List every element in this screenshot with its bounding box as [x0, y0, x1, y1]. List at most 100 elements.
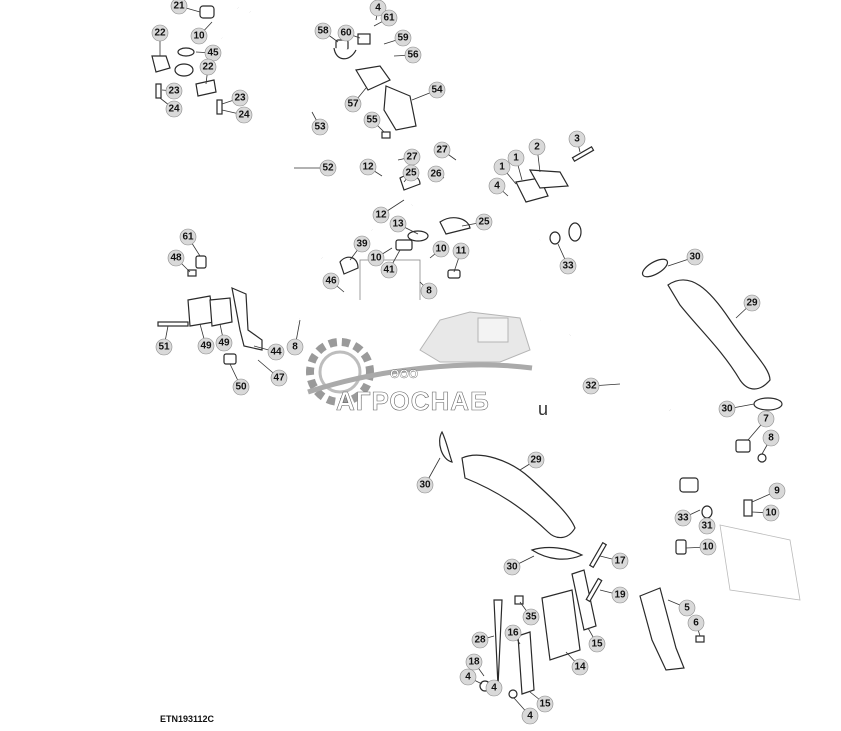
- callout-label: 8: [426, 286, 432, 297]
- callout-label: 58: [317, 26, 329, 37]
- callout-bubble: [493, 158, 511, 176]
- callout-label: 2: [534, 142, 540, 153]
- fitting-33-top: [568, 222, 582, 242]
- callout-10: 10: [685, 538, 717, 556]
- fitting-39: [339, 256, 359, 275]
- callout-bubble: [155, 338, 173, 356]
- callout-15: 15: [529, 691, 554, 713]
- clamp-25b: [439, 217, 471, 235]
- callout-bubble: [521, 707, 539, 725]
- fitting-9: [743, 499, 753, 517]
- callout-bubble: [416, 476, 434, 494]
- callout-bubble: [433, 141, 451, 159]
- callout-label: 16: [507, 628, 519, 639]
- callout-bubble: [536, 695, 554, 713]
- bolt-6: [695, 635, 705, 643]
- fitting-21: [199, 5, 215, 19]
- clamp-49b: [209, 297, 233, 327]
- callout-bubble: [582, 377, 600, 395]
- callout-bubble: [394, 29, 412, 47]
- callout-label: 11: [456, 246, 467, 257]
- callout-25: 25: [461, 213, 493, 231]
- callout-bubble: [402, 164, 420, 182]
- sleeve-group: [461, 279, 771, 539]
- callout-bubble: [687, 614, 705, 632]
- callout-label: 24: [238, 110, 250, 121]
- callout-label: 10: [370, 253, 382, 264]
- callout-bubble: [380, 261, 398, 279]
- ring-30-right: [753, 397, 783, 411]
- callout-19: 19: [599, 586, 629, 604]
- callout-57: 57: [344, 87, 367, 113]
- callout-bubble: [678, 599, 696, 617]
- callout-bubble: [718, 400, 736, 418]
- callout-8: 8: [419, 281, 438, 300]
- callout-47: 47: [257, 359, 288, 387]
- fitting-7: [735, 439, 751, 453]
- callout-label: 33: [562, 261, 574, 272]
- frame-right: [719, 524, 801, 601]
- callout-bubble: [568, 130, 586, 148]
- callout-23: 23: [161, 82, 183, 100]
- callout-30: 30: [718, 400, 755, 418]
- callout-label: 13: [392, 219, 404, 230]
- fitting-50: [223, 353, 237, 365]
- callout-bubble: [699, 538, 717, 556]
- callout-bubble: [588, 635, 606, 653]
- callout-label: 3: [574, 134, 580, 145]
- callout-2: 2: [528, 138, 546, 173]
- callout-4: 4: [485, 679, 503, 697]
- callout-label: 28: [474, 635, 486, 646]
- callout-bubble: [768, 482, 786, 500]
- callout-16: 16: [504, 624, 522, 645]
- callout-bubble: [559, 257, 577, 275]
- callout-label: 27: [406, 152, 418, 163]
- callout-label: 49: [200, 341, 212, 352]
- watermark-company: ООО: [390, 367, 418, 381]
- callout-label: 4: [375, 3, 381, 14]
- grommet-58: [333, 47, 357, 60]
- callout-13: 13: [389, 215, 419, 235]
- gear-icon: [306, 338, 374, 406]
- bolt-51: [157, 321, 189, 327]
- callout-48: 48: [167, 249, 191, 273]
- callout-bubble: [432, 240, 450, 258]
- callout-label: 45: [207, 48, 219, 59]
- o-ring-13: [407, 230, 429, 242]
- callout-bubble: [179, 228, 197, 246]
- ring-30-top: [641, 258, 669, 278]
- callout-4: 4: [369, 0, 387, 21]
- callout-bubble: [231, 89, 249, 107]
- clamp-56: [355, 65, 391, 91]
- o-ring-31: [701, 505, 713, 519]
- callout-bubble: [369, 0, 387, 17]
- callout-label: 53: [314, 122, 326, 133]
- callout-label: 44: [270, 347, 282, 358]
- callout-label: 55: [366, 115, 378, 126]
- callout-label: 30: [689, 252, 701, 263]
- clip-60: [357, 33, 371, 45]
- fitting-61: [195, 255, 207, 269]
- drawing-code: ETN193112C: [160, 714, 215, 724]
- callout-bubble: [319, 159, 337, 177]
- callout-bubble: [170, 0, 188, 15]
- callout-label: 1: [513, 153, 519, 164]
- bolt-17: [588, 541, 608, 569]
- callout-24: 24: [159, 97, 183, 118]
- callout-26: 26: [427, 165, 445, 183]
- callout-bubble: [232, 378, 250, 396]
- callout-bubble: [167, 249, 185, 267]
- callout-54: 54: [411, 81, 446, 101]
- bolt-3: [571, 145, 595, 163]
- callout-label: 24: [168, 104, 180, 115]
- strap-28: [493, 599, 503, 687]
- callout-bubble: [353, 235, 371, 253]
- nut-48: [187, 269, 197, 277]
- callout-label: 23: [234, 93, 246, 104]
- callout-31: 31: [698, 517, 716, 535]
- callout-24: 24: [221, 106, 253, 124]
- callout-8: 8: [286, 319, 304, 356]
- callout-bubble: [151, 24, 169, 42]
